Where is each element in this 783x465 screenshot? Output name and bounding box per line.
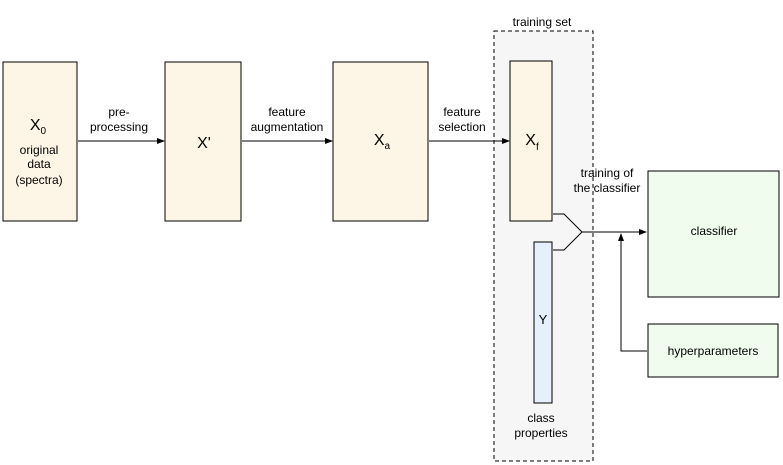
node-y: Y class properties: [514, 241, 568, 440]
feature-selection-label-2: selection: [438, 120, 485, 134]
y-caption-2: properties: [514, 426, 567, 440]
training-set-label: training set: [513, 15, 572, 29]
xf-symbol: Xf: [525, 132, 539, 153]
x0-caption-1: original: [20, 143, 59, 157]
hyperparameters-label: hyperparameters: [668, 344, 759, 358]
x0-caption-3: (spectra): [15, 173, 62, 187]
edge-training: training of the classifier: [553, 166, 647, 251]
edge-preprocessing: pre- processing: [78, 105, 165, 144]
node-xprime: X': [164, 61, 242, 222]
xa-symbol: Xa: [374, 132, 391, 152]
feature-selection-label-1: feature: [443, 105, 481, 119]
node-xa: Xa: [332, 61, 429, 222]
node-xf: Xf: [509, 60, 553, 222]
node-hyperparameters: hyperparameters: [647, 323, 779, 378]
training-label-1: training of: [581, 166, 634, 180]
edge-hyperparameters: [618, 233, 647, 352]
x0-caption-2: data: [27, 157, 51, 171]
y-caption-1: class: [527, 411, 554, 425]
edge-feature-augmentation: feature augmentation: [242, 105, 333, 144]
feature-augmentation-label-2: augmentation: [251, 120, 324, 134]
node-classifier: classifier: [647, 170, 780, 298]
x0-symbol: X0: [30, 117, 47, 137]
xprime-symbol: X': [197, 135, 211, 152]
y-symbol: Y: [539, 312, 548, 327]
preprocessing-label-1: pre-: [108, 105, 129, 119]
training-label-2: the classifier: [574, 181, 641, 195]
classifier-label: classifier: [691, 224, 738, 238]
preprocessing-label-2: processing: [90, 120, 148, 134]
edge-feature-selection: feature selection: [429, 105, 510, 144]
node-x0: X0 original data (spectra): [2, 61, 78, 222]
feature-augmentation-label-1: feature: [268, 105, 306, 119]
